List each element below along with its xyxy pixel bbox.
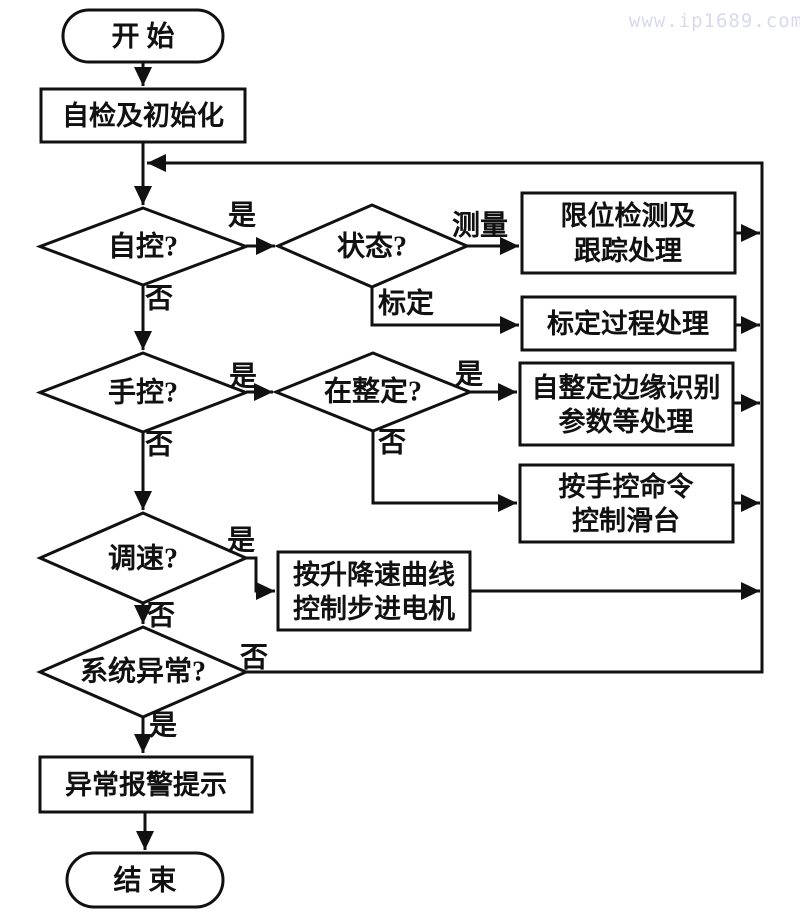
motor-ctrl-line1: 按升降速曲线 <box>293 559 455 590</box>
limit-detect-line2: 跟踪处理 <box>574 236 682 266</box>
node-speed-check: 调速? <box>36 511 250 605</box>
label-status-calibrate: 标定 <box>378 287 434 320</box>
node-calibration: 标定过程处理 <box>520 295 737 352</box>
limit-detect-line1: 限位检测及 <box>561 200 696 231</box>
speed-check-label: 调速? <box>108 543 178 575</box>
manual-cmd-shape <box>518 463 735 544</box>
calibration-label: 标定过程处理 <box>547 308 709 339</box>
manual-check-label: 手控? <box>108 377 178 409</box>
manual-cmd-line1: 按手控命令 <box>559 471 695 502</box>
node-end: 结 束 <box>65 851 225 909</box>
auto-check-label: 自控? <box>108 231 178 263</box>
node-status-check: 状态? <box>274 203 471 289</box>
label-tuning-no: 否 <box>378 428 406 459</box>
node-init: 自检及初始化 <box>39 87 247 144</box>
label-manual-yes: 是 <box>229 362 257 393</box>
tuning-decision-shape <box>271 351 475 433</box>
start-terminal-shape <box>61 8 225 64</box>
self-tuning-line1: 自整定边缘识别 <box>532 372 721 403</box>
start-label: 开 始 <box>111 21 174 53</box>
limit-detect-shape <box>520 191 737 275</box>
status-decision-shape <box>274 203 471 289</box>
alarm-label: 异常报警提示 <box>65 770 227 800</box>
label-auto-no: 否 <box>145 284 173 315</box>
node-limit-detect: 限位检测及 跟踪处理 <box>520 191 737 275</box>
connectors <box>134 62 764 850</box>
node-alarm: 异常报警提示 <box>38 755 254 814</box>
end-terminal-shape <box>65 851 225 909</box>
self-tuning-line2: 参数等处理 <box>559 406 694 437</box>
label-auto-yes: 是 <box>228 201 256 232</box>
label-abnormal-yes: 是 <box>149 711 177 742</box>
node-manual-cmd: 按手控命令 控制滑台 <box>518 463 735 544</box>
edge-tuning-manualcmd <box>371 431 517 512</box>
edge-status-calibration <box>370 287 519 334</box>
abnormal-check-label: 系统异常? <box>80 655 206 688</box>
label-speed-no: 否 <box>147 601 175 632</box>
tuning-check-label: 在整定? <box>324 375 422 408</box>
label-speed-yes: 是 <box>227 526 255 557</box>
calibration-shape <box>520 295 737 352</box>
alarm-shape <box>38 755 254 814</box>
motor-ctrl-line2: 控制步进电机 <box>293 594 455 624</box>
edge-labels: 是 否 测量 标定 是 否 是 否 是 否 否 是 <box>145 201 508 742</box>
label-status-measure: 测量 <box>452 210 508 242</box>
label-manual-no: 否 <box>145 430 173 461</box>
init-process-shape <box>39 87 247 144</box>
manual-decision-shape <box>35 351 251 434</box>
manual-cmd-line2: 控制滑台 <box>572 505 680 536</box>
watermark: www.ip1689.com <box>629 10 800 32</box>
init-label: 自检及初始化 <box>62 100 224 131</box>
edge-abnormal-feedback-loop <box>147 154 764 674</box>
motor-ctrl-shape <box>276 550 472 632</box>
node-manual-check: 手控? <box>35 351 251 434</box>
node-tuning-check: 在整定? <box>271 351 475 433</box>
node-abnormal-check: 系统异常? <box>36 625 250 719</box>
speed-decision-shape <box>36 511 250 605</box>
abnormal-decision-shape <box>36 625 250 719</box>
node-self-tuning: 自整定边缘识别 参数等处理 <box>518 361 735 447</box>
node-auto-check: 自控? <box>35 206 251 287</box>
self-tuning-shape <box>518 361 735 447</box>
label-abnormal-no: 否 <box>240 643 268 674</box>
edge-speed-motor <box>246 556 275 600</box>
end-label: 结 束 <box>113 865 176 897</box>
node-start: 开 始 <box>61 8 225 64</box>
auto-decision-shape <box>35 206 251 287</box>
status-check-label: 状态? <box>337 231 407 263</box>
label-tuning-yes: 是 <box>455 360 483 391</box>
node-motor-ctrl: 按升降速曲线 控制步进电机 <box>276 550 472 632</box>
